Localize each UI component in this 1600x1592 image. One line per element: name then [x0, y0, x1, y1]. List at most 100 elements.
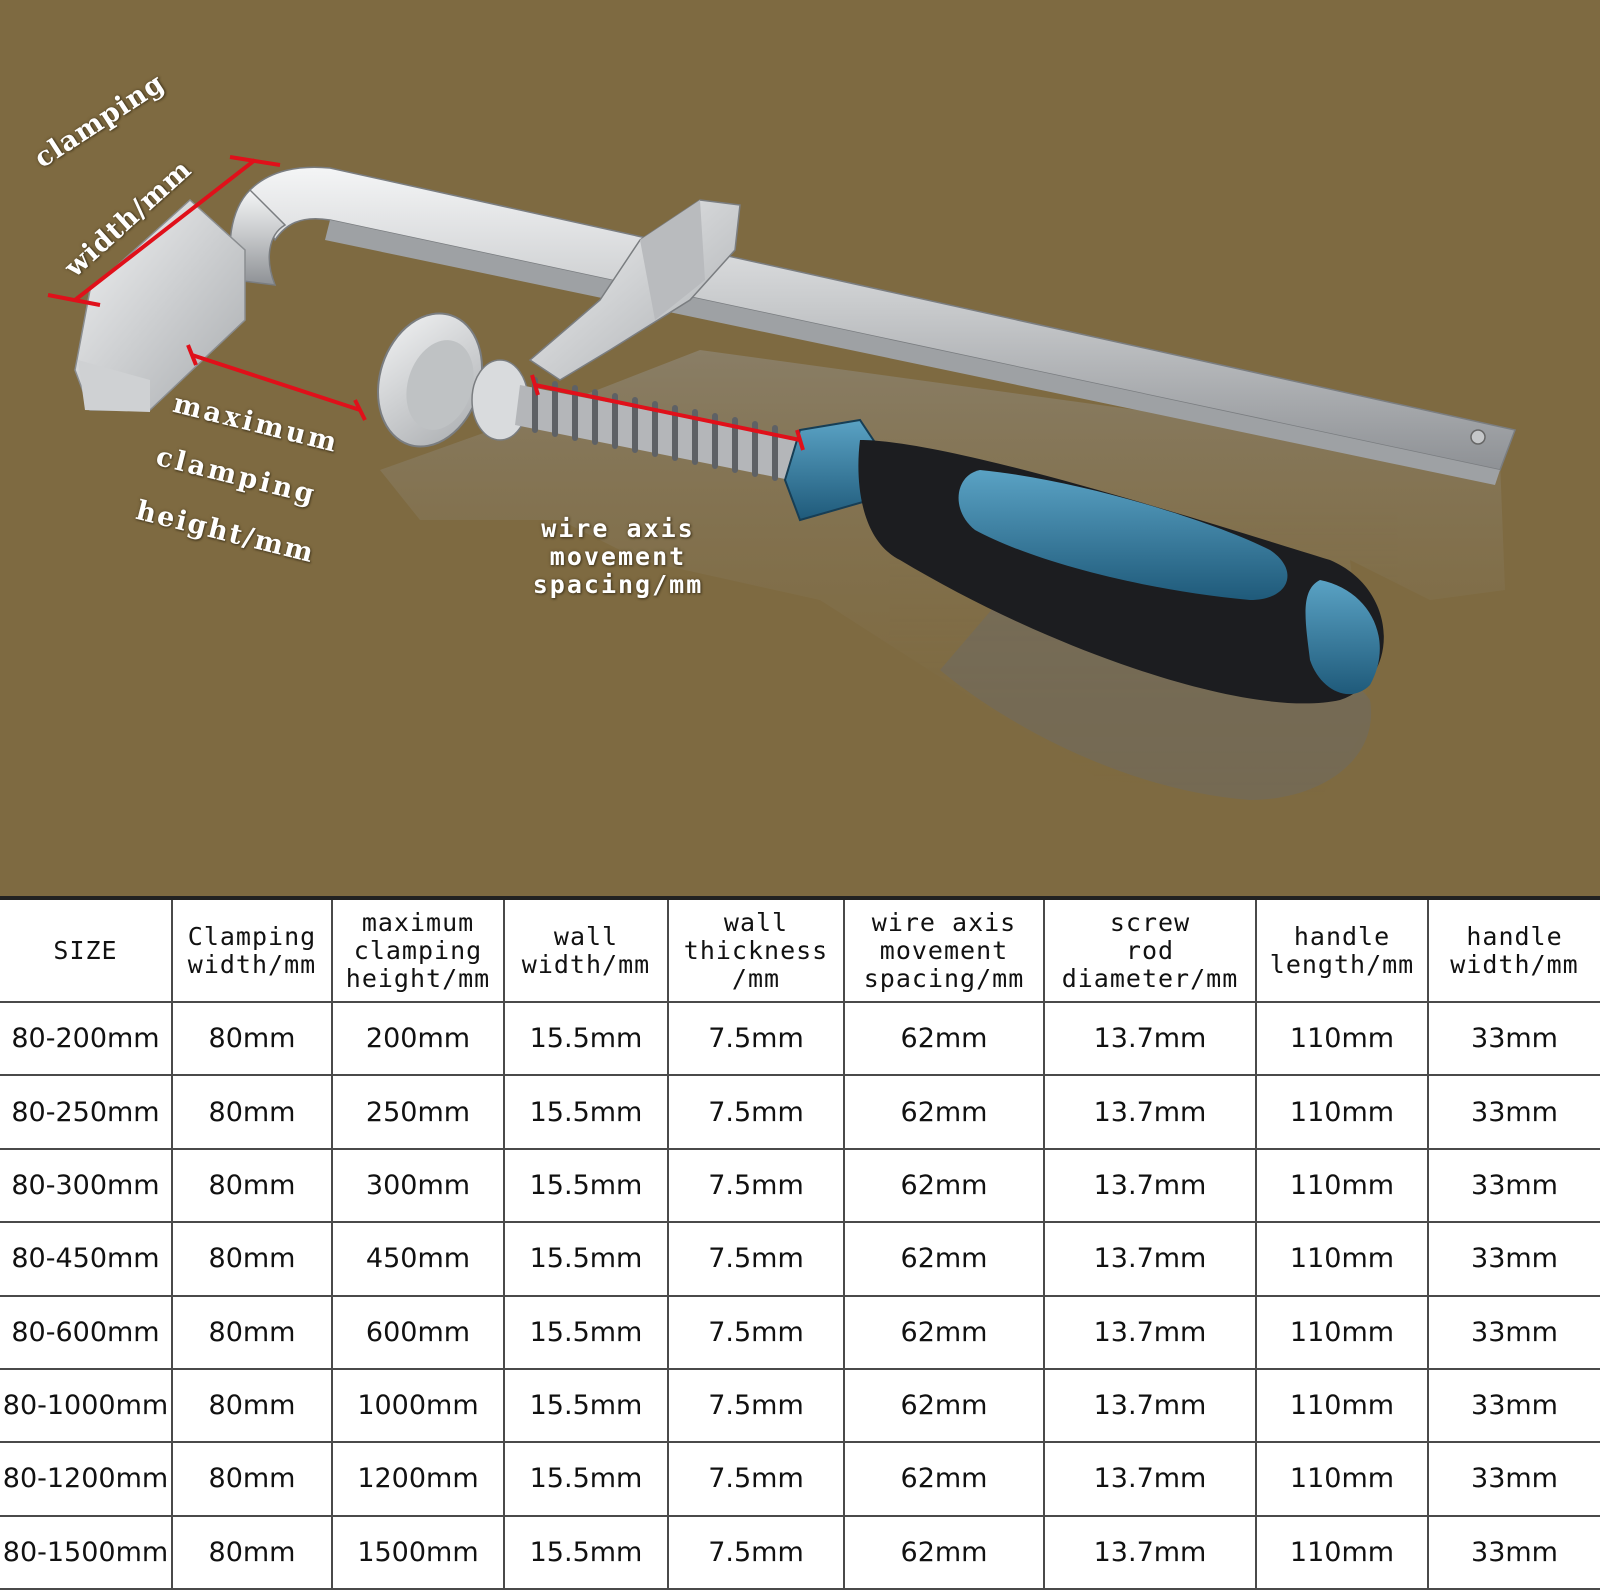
swivel-pad — [377, 312, 529, 448]
header-line: width/mm — [521, 949, 651, 979]
cell-max-clamping-height: 450mm — [331, 1221, 505, 1297]
header-line: wall — [553, 921, 619, 951]
screw-spring — [515, 377, 800, 481]
cell-wire-axis-spacing: 62mm — [843, 1367, 1045, 1444]
cell-handle-length: 110mm — [1255, 1221, 1429, 1297]
cell-wall-width: 15.5mm — [503, 1147, 669, 1224]
cell-clamping-width: 80mm — [171, 1441, 333, 1517]
cell-handle-width: 33mm — [1427, 1294, 1600, 1370]
label-wire-line3: spacing/mm — [532, 570, 704, 599]
cell-wall-thickness: 7.5mm — [667, 1000, 845, 1077]
cell-screw-rod-diameter: 13.7mm — [1043, 1221, 1257, 1297]
cell-size: 80-200mm — [0, 1000, 173, 1077]
cell-wall-width: 15.5mm — [503, 1441, 669, 1517]
cell-handle-length: 110mm — [1255, 1074, 1429, 1150]
header-line: handle — [1466, 921, 1563, 951]
cell-wall-thickness: 7.5mm — [667, 1221, 845, 1297]
cell-clamping-width: 80mm — [171, 1221, 333, 1297]
cell-handle-width: 33mm — [1427, 1000, 1600, 1077]
cell-wall-width: 15.5mm — [503, 1514, 669, 1591]
cell-size: 80-1200mm — [0, 1441, 173, 1517]
cell-handle-width: 33mm — [1427, 1441, 1600, 1517]
cell-screw-rod-diameter: 13.7mm — [1043, 1367, 1257, 1444]
header-line: thickness — [683, 935, 829, 965]
header-line: diameter/mm — [1061, 963, 1239, 993]
cell-clamping-width: 80mm — [171, 1294, 333, 1370]
cell-size: 80-300mm — [0, 1147, 173, 1224]
label-wire-line1: wire axis — [541, 514, 695, 543]
header-line: SIZE — [53, 935, 118, 965]
header-line: wall — [723, 907, 789, 937]
header-line: maximum — [361, 907, 475, 937]
cell-max-clamping-height: 1000mm — [331, 1367, 505, 1444]
header-size: SIZE — [0, 897, 173, 1003]
cell-handle-width: 33mm — [1427, 1074, 1600, 1150]
header-line: spacing/mm — [863, 963, 1025, 993]
cell-screw-rod-diameter: 13.7mm — [1043, 1074, 1257, 1150]
cell-max-clamping-height: 300mm — [331, 1147, 505, 1224]
label-wire-axis: wire axis movement spacing/mm — [528, 515, 708, 599]
cell-wall-thickness: 7.5mm — [667, 1367, 845, 1444]
cell-wall-width: 15.5mm — [503, 1367, 669, 1444]
cell-clamping-width: 80mm — [171, 1367, 333, 1444]
cell-max-clamping-height: 200mm — [331, 1000, 505, 1077]
cell-wall-width: 15.5mm — [503, 1294, 669, 1370]
cell-wall-thickness: 7.5mm — [667, 1147, 845, 1224]
cell-clamping-width: 80mm — [171, 1514, 333, 1591]
cell-screw-rod-diameter: 13.7mm — [1043, 1000, 1257, 1077]
cell-wall-width: 15.5mm — [503, 1221, 669, 1297]
cell-size: 80-600mm — [0, 1294, 173, 1370]
cell-clamping-width: 80mm — [171, 1147, 333, 1224]
header-line: height/mm — [345, 963, 491, 993]
header-line: movement — [879, 935, 1009, 965]
header-line: clamping — [353, 935, 483, 965]
cell-wall-thickness: 7.5mm — [667, 1074, 845, 1150]
cell-wall-width: 15.5mm — [503, 1074, 669, 1150]
header-line: screw — [1109, 907, 1191, 937]
cell-size: 80-450mm — [0, 1221, 173, 1297]
cell-screw-rod-diameter: 13.7mm — [1043, 1147, 1257, 1224]
cell-handle-width: 33mm — [1427, 1367, 1600, 1444]
cell-handle-width: 33mm — [1427, 1514, 1600, 1591]
cell-screw-rod-diameter: 13.7mm — [1043, 1514, 1257, 1591]
cell-clamping-width: 80mm — [171, 1000, 333, 1077]
cell-handle-length: 110mm — [1255, 1000, 1429, 1077]
header-line: handle — [1293, 921, 1391, 951]
cell-screw-rod-diameter: 13.7mm — [1043, 1441, 1257, 1517]
product-photo: clamping width/mm maximum clamping heigh… — [0, 0, 1600, 896]
cell-wire-axis-spacing: 62mm — [843, 1147, 1045, 1224]
cell-size: 80-1000mm — [0, 1367, 173, 1444]
blue-handle — [783, 418, 1384, 704]
cell-max-clamping-height: 250mm — [331, 1074, 505, 1150]
cell-wire-axis-spacing: 62mm — [843, 1294, 1045, 1370]
cell-handle-length: 110mm — [1255, 1147, 1429, 1224]
cell-wire-axis-spacing: 62mm — [843, 1221, 1045, 1297]
cell-handle-length: 110mm — [1255, 1441, 1429, 1517]
cell-max-clamping-height: 600mm — [331, 1294, 505, 1370]
cell-screw-rod-diameter: 13.7mm — [1043, 1294, 1257, 1370]
cell-wire-axis-spacing: 62mm — [843, 1074, 1045, 1150]
cell-wall-thickness: 7.5mm — [667, 1294, 845, 1370]
cell-wire-axis-spacing: 62mm — [843, 1000, 1045, 1077]
cell-handle-width: 33mm — [1427, 1147, 1600, 1224]
cell-size: 80-1500mm — [0, 1514, 173, 1591]
cell-wire-axis-spacing: 62mm — [843, 1514, 1045, 1591]
